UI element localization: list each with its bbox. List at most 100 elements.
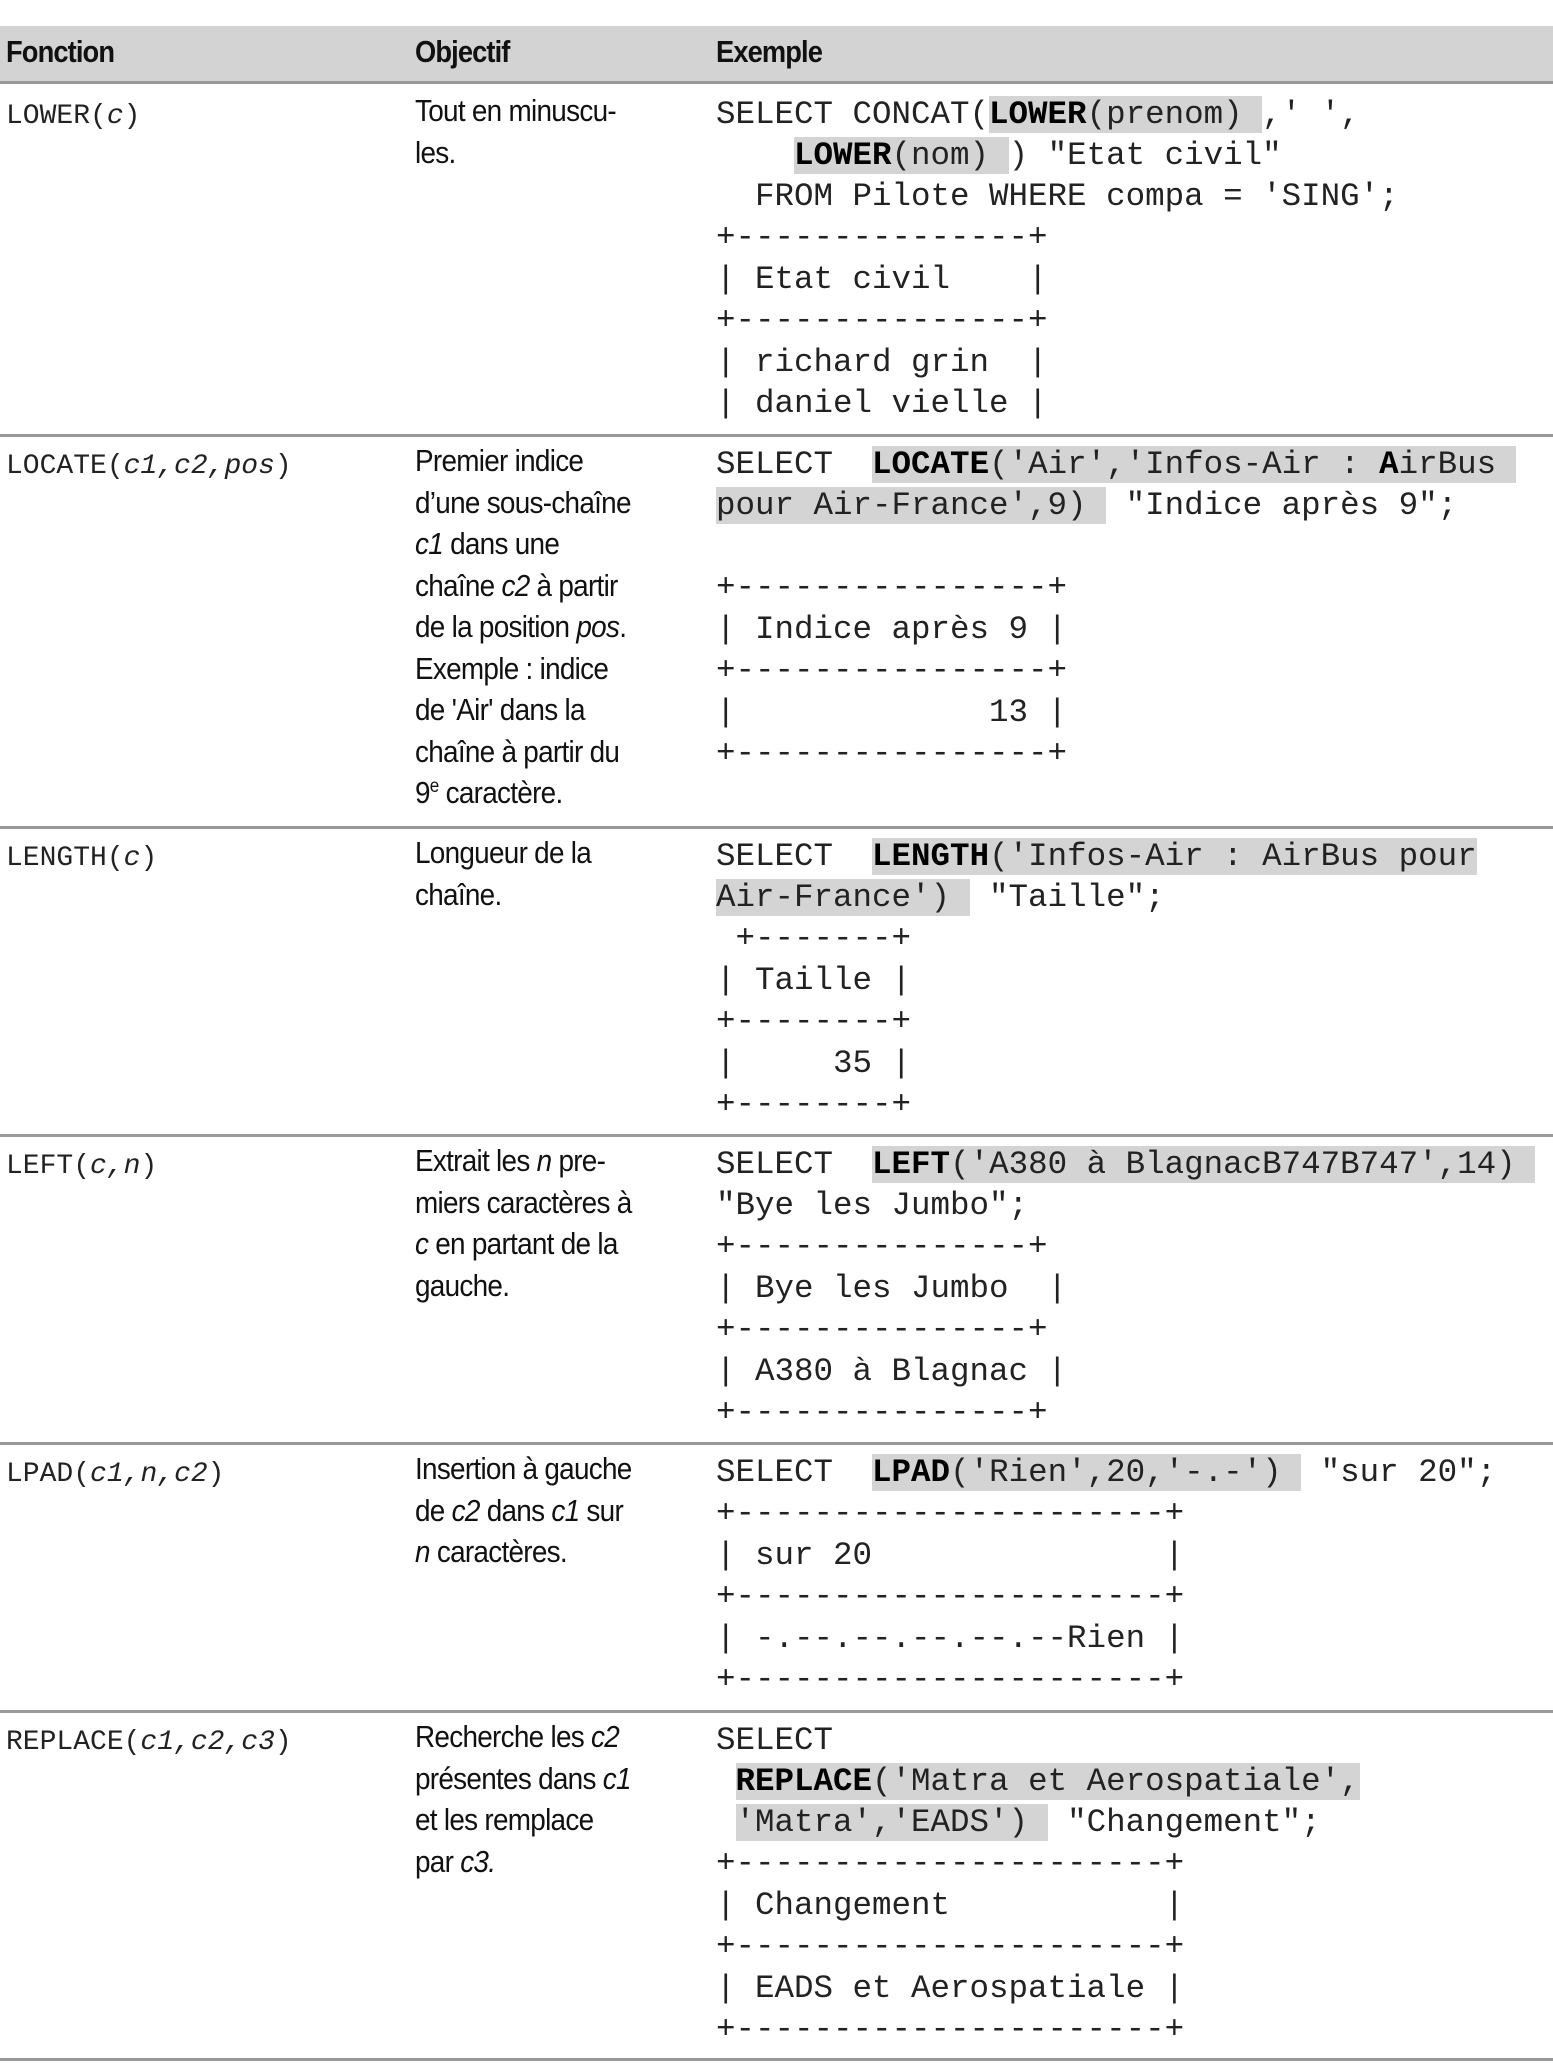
sql-text xyxy=(853,446,873,483)
sql-line: REPLACE('Matra et Aerospatiale', xyxy=(716,1761,1360,1802)
objective-line: par c3. xyxy=(415,1841,676,1883)
function-name: LOCATE( xyxy=(6,451,124,482)
objective-line: présentes dans c1 xyxy=(415,1758,676,1800)
column-header-exemple: Exemple xyxy=(716,34,823,69)
sql-line: SELECT LOCATE('Air','Infos-Air : AirBus xyxy=(716,444,1516,485)
result-line: +----------------+ xyxy=(716,652,1068,689)
variable-ref: c1 xyxy=(602,1760,632,1796)
sql-result-table: +---------------+ | Bye les Jumbo | +-----… xyxy=(716,1226,1067,1434)
sql-highlight: pour Air-France',9) xyxy=(716,487,1107,524)
sql-highlight: ('Rien',20,'-.-') xyxy=(950,1454,1302,1491)
result-line: +--------+ xyxy=(716,1003,912,1040)
sql-line: pour Air-France',9) "Indice après 9"; xyxy=(716,485,1516,526)
objective-line: chaîne. xyxy=(415,874,676,916)
function-name: LPAD( xyxy=(6,1459,91,1490)
result-line: | Taille | xyxy=(716,961,912,999)
function-arg: c2 xyxy=(174,1459,208,1490)
sql-line: 'Matra','EADS') "Changement"; xyxy=(716,1802,1360,1843)
text-segment: de la position xyxy=(415,609,577,644)
objective-line: Exemple : indice xyxy=(415,648,676,690)
sql-text xyxy=(853,1454,873,1491)
closing-paren: ) xyxy=(140,1151,158,1182)
sql-text: "Bye les Jumbo"; xyxy=(716,1187,1029,1224)
result-line: +---------------+ xyxy=(716,1394,1048,1431)
function-signature: LENGTH(c) xyxy=(6,838,157,879)
sql-text: FROM Pilote WHERE compa = 'SING'; xyxy=(716,178,1399,215)
function-arg: n xyxy=(140,1459,158,1490)
closing-paren: ) xyxy=(140,843,158,874)
text-segment: et les remplace xyxy=(415,1802,594,1837)
function-signature: LOWER(c) xyxy=(6,96,140,137)
sql-function-keyword: LEFT xyxy=(872,1146,951,1183)
sql-text: "Changement"; xyxy=(1047,1804,1321,1841)
function-arg: pos xyxy=(224,451,275,482)
variable-ref: c1 xyxy=(551,1492,580,1528)
sql-example: SELECT CONCAT(LOWER(prenom) ,' ', LOWER(… xyxy=(716,94,1399,217)
variable-ref: c1 xyxy=(415,526,444,561)
sql-highlight: (prenom) xyxy=(1086,96,1263,133)
sql-line: Air-France') "Taille"; xyxy=(716,877,1477,918)
text-segment: Exemple : indice xyxy=(415,650,609,686)
sql-text: SELECT CONCAT( xyxy=(716,96,990,133)
text-segment: miers caractères à xyxy=(415,1184,632,1220)
objective-line: et les remplace xyxy=(415,1799,676,1841)
result-line: | daniel vielle | xyxy=(716,385,1048,422)
sql-function-keyword: LENGTH xyxy=(872,838,990,875)
text-segment: sur xyxy=(579,1492,624,1528)
sql-text: SELECT xyxy=(716,1454,853,1491)
result-line: +---------------+ xyxy=(716,1228,1048,1265)
objective-line: c1 dans une xyxy=(415,523,676,565)
sql-line: FROM Pilote WHERE compa = 'SING'; xyxy=(716,176,1399,217)
sql-function-keyword: LPAD xyxy=(872,1454,951,1491)
sql-text xyxy=(716,1804,736,1841)
result-line: | EADS et Aerospatiale | xyxy=(716,1969,1185,2007)
sql-highlight: ('Infos-Air : AirBus pour xyxy=(989,838,1477,875)
text-segment: à partir xyxy=(529,567,619,603)
text-segment: Recherche les xyxy=(415,1719,592,1754)
result-line: +----------------------+ xyxy=(716,1578,1185,1615)
function-name: REPLACE( xyxy=(6,1727,141,1758)
sql-text xyxy=(716,137,794,174)
objective-line: de c2 dans c1 sur xyxy=(415,1490,676,1532)
result-line: +----------------------+ xyxy=(716,1661,1185,1698)
result-line: +---------------+ xyxy=(716,219,1048,256)
sql-result-table: +---------------+| Etat civil |+--------… xyxy=(716,217,1048,425)
sql-line: SELECT LEFT('A380 à BlagnacB747B747',14) xyxy=(716,1144,1536,1185)
arg-separator: , xyxy=(106,1151,124,1182)
function-signature: LPAD(c1,n,c2) xyxy=(6,1454,224,1495)
table-header: Fonction Objectif Exemple xyxy=(0,26,1553,84)
sql-text xyxy=(853,1146,873,1183)
objective-line: de la position pos. xyxy=(415,606,676,648)
objective-line: Longueur de la xyxy=(415,832,676,874)
text-segment: de xyxy=(415,1492,452,1528)
result-line: | Bye les Jumbo | xyxy=(716,1269,1068,1307)
text-segment: d’une sous-chaîne xyxy=(415,484,631,520)
result-line: +--------+ xyxy=(716,1086,912,1123)
sql-line: LOWER(nom) ) "Etat civil" xyxy=(716,135,1399,176)
sql-text: SELECT xyxy=(716,1146,853,1183)
result-line: | -.--.--.--.--.--Rien | xyxy=(716,1619,1185,1657)
sql-highlight: Air-France') xyxy=(716,879,970,916)
sql-function-keyword: LOWER xyxy=(794,137,892,174)
sql-example: SELECT LEFT('A380 à BlagnacB747B747',14)… xyxy=(716,1144,1536,1226)
objective-line: c en partant de la xyxy=(415,1223,676,1265)
sql-function-keyword: REPLACE xyxy=(735,1763,873,1800)
sql-line: "Bye les Jumbo"; xyxy=(716,1185,1535,1226)
result-line: +----------------------+ xyxy=(716,2011,1185,2048)
function-arg: c1 xyxy=(90,1459,124,1490)
variable-ref: c2 xyxy=(501,567,530,603)
sql-highlight: (nom) xyxy=(891,137,1009,174)
sql-line: SELECT CONCAT(LOWER(prenom) ,' ', xyxy=(716,94,1399,135)
function-arg: c xyxy=(90,1151,107,1182)
sql-text: ,' ', xyxy=(1262,96,1360,133)
sql-result-table: +----------------------+| sur 20 |+-----… xyxy=(716,1493,1184,1701)
text-segment: chaîne xyxy=(415,567,502,603)
sql-line: SELECT xyxy=(716,1720,1360,1761)
text-segment: dans une xyxy=(443,526,560,561)
sql-example: SELECT LOCATE('Air','Infos-Air : AirBus … xyxy=(716,444,1516,526)
